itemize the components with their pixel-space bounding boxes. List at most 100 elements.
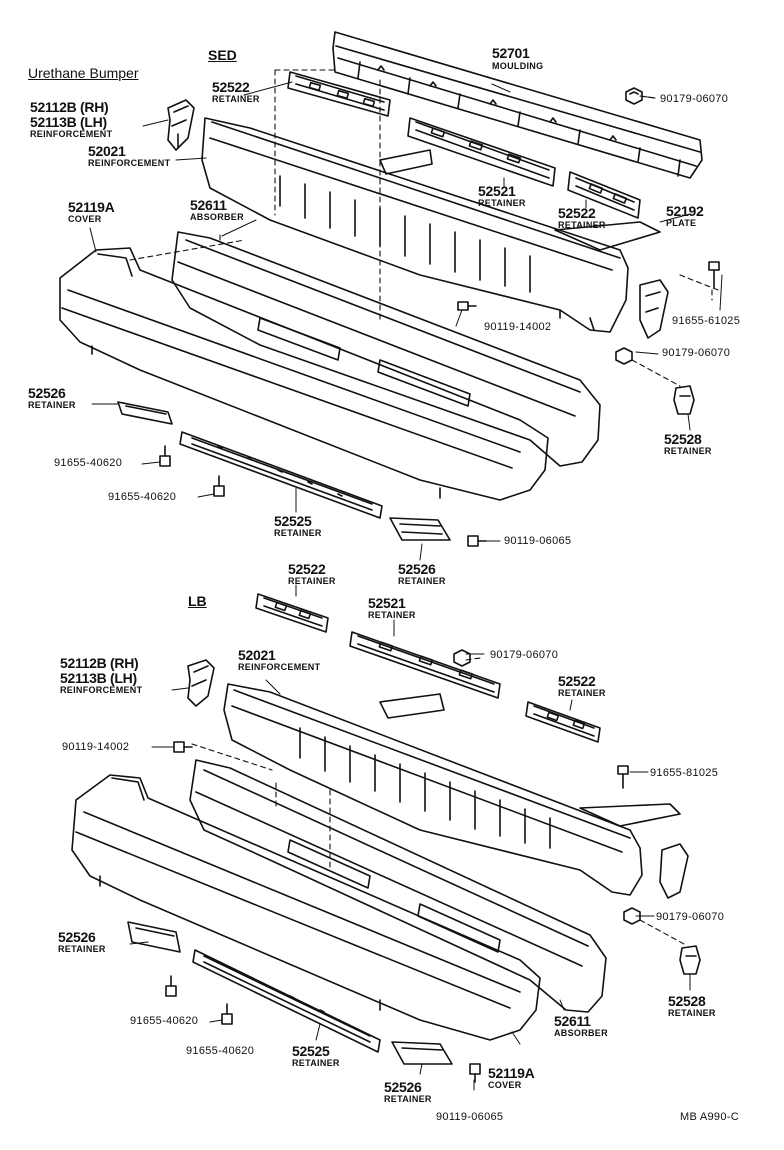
screw-90119-06065-sed xyxy=(467,535,487,547)
part-number-label: 52528 xyxy=(664,431,702,447)
part-number-label: 52113B (LH) xyxy=(60,670,137,686)
part-number-label: 91655-40620 xyxy=(54,457,123,469)
part-number-label: 91655-40620 xyxy=(130,1015,199,1027)
part-number-label: 90179-06070 xyxy=(656,911,725,923)
retainer-52526-lb-left xyxy=(127,921,181,953)
bracket-plate-52192 xyxy=(639,279,669,339)
part-name-label: MOULDING xyxy=(492,61,544,71)
part-name-label: RETAINER xyxy=(58,944,106,954)
clip-nut-90179-mid xyxy=(615,347,633,365)
part-name-label: PLATE xyxy=(666,218,697,228)
part-number-label: 52526 xyxy=(384,1079,422,1095)
part-name-label: RETAINER xyxy=(212,94,260,104)
part-name-label: REINFORCEMENT xyxy=(60,685,143,695)
retainer-52525-sed xyxy=(179,431,383,519)
part-name-label: RETAINER xyxy=(664,446,712,456)
part-name-label: RETAINER xyxy=(398,576,446,586)
part-number-label: 91655-40620 xyxy=(108,491,177,503)
part-number-label: 52112B (RH) xyxy=(60,655,139,671)
label-leaders xyxy=(89,81,723,1091)
sed-leader-lines xyxy=(129,69,719,387)
main-reinforcement-lb xyxy=(223,683,681,896)
part-number-label: 52701 xyxy=(492,45,530,61)
retainer-52521 xyxy=(407,117,556,187)
part-number-label: 91655-81025 xyxy=(650,767,719,779)
part-number-label: 90119-06065 xyxy=(504,535,572,547)
header-urethane-bumper: Urethane Bumper xyxy=(28,65,139,81)
part-number-label: 90119-14002 xyxy=(62,741,130,753)
bracket-lb xyxy=(659,843,689,899)
lb-leader-lines xyxy=(191,657,685,945)
part-number-label: 52522 xyxy=(288,561,326,577)
part-number-label: 52528 xyxy=(668,993,706,1009)
part-number-label: 52021 xyxy=(238,647,276,663)
part-name-label: COVER xyxy=(68,214,102,224)
part-name-label: RETAINER xyxy=(292,1058,340,1068)
screw-90119-06065-lb xyxy=(469,1063,481,1083)
part-name-label: RETAINER xyxy=(558,688,606,698)
side-reinforcement-sed xyxy=(167,99,195,151)
part-number-label: 90119-06065 xyxy=(436,1111,504,1123)
retainer-52525-lb xyxy=(192,949,381,1053)
screw-90119-14002-sed xyxy=(457,301,477,311)
part-number-label: 52021 xyxy=(88,143,126,159)
retainer-52522-lb-right xyxy=(525,701,601,743)
retainer-52528-sed xyxy=(673,385,695,415)
part-number-label: 52119A xyxy=(488,1065,535,1081)
part-number-label: 52526 xyxy=(28,385,66,401)
part-name-label: RETAINER xyxy=(384,1094,432,1104)
header-sed: SED xyxy=(208,47,237,63)
part-name-label: ABSORBER xyxy=(190,212,244,222)
part-number-label: 52525 xyxy=(274,513,312,529)
part-name-label: RETAINER xyxy=(368,610,416,620)
part-number-label: 52611 xyxy=(190,197,227,213)
part-number-label: 52113B (LH) xyxy=(30,114,107,130)
part-name-label: RETAINER xyxy=(28,400,76,410)
part-number-label: 90119-14002 xyxy=(484,321,552,333)
part-name-label: COVER xyxy=(488,1080,522,1090)
part-number-label: 91655-61025 xyxy=(672,315,741,327)
bolt-91655-40620-lb-a xyxy=(165,975,177,997)
screw-90119-14002-lb xyxy=(173,741,193,753)
lb-assembly xyxy=(71,593,701,1083)
part-name-label: ABSORBER xyxy=(554,1028,608,1038)
part-number-label: 52611 xyxy=(554,1013,591,1029)
part-number-label: 52526 xyxy=(58,929,96,945)
diagram-reference-code: MB A990-C xyxy=(680,1111,739,1123)
cover-52119a-lb xyxy=(71,774,541,1041)
bolt-91655-40620-lb-b xyxy=(221,1003,233,1025)
part-number-label: 52525 xyxy=(292,1043,330,1059)
part-name-label: RETAINER xyxy=(668,1008,716,1018)
part-number-label: 90179-06070 xyxy=(660,93,729,105)
part-name-label: REINFORCEMENT xyxy=(30,129,113,139)
retainer-52522-lower xyxy=(567,171,641,219)
part-number-label: 52522 xyxy=(558,673,596,689)
retainer-52522-upper xyxy=(287,71,391,117)
clip-nut-90179-upper xyxy=(625,87,643,105)
part-name-label: RETAINER xyxy=(558,220,606,230)
part-name-label: RETAINER xyxy=(478,198,526,208)
part-number-label: 52526 xyxy=(398,561,436,577)
part-number-label: 52521 xyxy=(478,183,516,199)
absorber-52611-lb xyxy=(189,759,607,1013)
part-name-label: RETAINER xyxy=(288,576,336,586)
part-number-label: 90179-06070 xyxy=(490,649,559,661)
cover-52119a-sed xyxy=(59,247,549,501)
part-number-label: 91655-40620 xyxy=(186,1045,255,1057)
part-number-label: 52522 xyxy=(558,205,596,221)
header-lb: LB xyxy=(188,593,207,609)
part-number-label: 52119A xyxy=(68,199,115,215)
bolt-91655-40620-sed-b xyxy=(213,475,225,497)
part-name-label: REINFORCEMENT xyxy=(238,662,321,672)
side-reinforcement-lb xyxy=(187,659,215,707)
moulding-52701 xyxy=(332,31,703,179)
part-number-label: 52522 xyxy=(212,79,250,95)
sed-assembly xyxy=(59,31,720,547)
retainer-52528-lb xyxy=(679,945,701,975)
retainer-52526-sed-left xyxy=(117,401,173,425)
bolt-91655-81025 xyxy=(617,765,629,789)
retainer-52526-lb-right xyxy=(391,1041,453,1065)
clip-nut-90179-lb-upper xyxy=(453,649,471,667)
part-number-label: 90179-06070 xyxy=(662,347,731,359)
